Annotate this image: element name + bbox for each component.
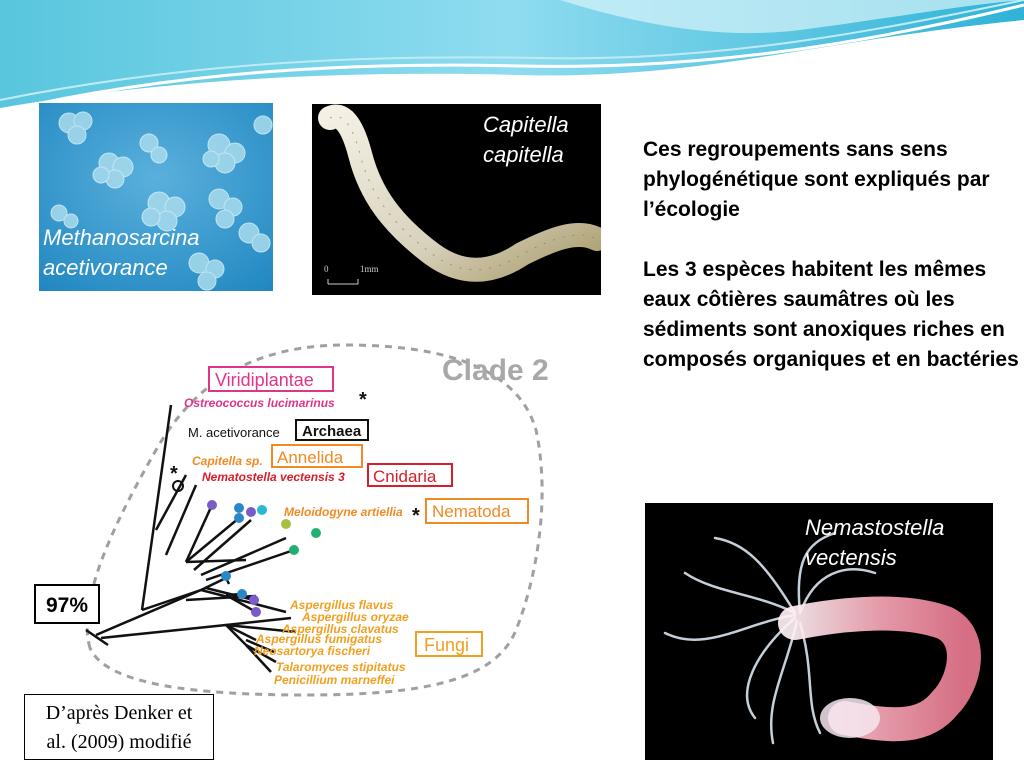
capitella-label-line1: Capitella [483, 112, 569, 137]
methanosarcina-image [39, 103, 273, 291]
phylogenetic-tree-figure: Clade 2 [46, 300, 576, 710]
citation-box: D’après Denker et al. (2009) modifié [24, 694, 214, 760]
methanosarcina-photo: Methanosarcina acetivorance [39, 103, 273, 291]
marker-capitella: * [170, 463, 178, 485]
methanosarcina-label-line1: Methanosarcina [43, 225, 200, 250]
taxon-meloidogyne: Meloidogyne artiellia [284, 505, 403, 519]
group-nematoda: Nematoda [432, 502, 511, 521]
capitella-photo: 0 1mm Capitella capitella [312, 104, 601, 295]
clade-title: Clade 2 [442, 354, 549, 387]
taxon-fungi-2: Aspergillus oryzae [301, 610, 409, 624]
taxon-m-acetivorance: M. acetivorance [188, 425, 280, 440]
tree-branches [85, 404, 297, 673]
capitella-label-line2: capitella [483, 142, 564, 167]
marker-meloidogyne: * [412, 505, 420, 527]
nematostella-photo: Nemastostella vectensis [645, 503, 993, 760]
explanation-paragraph-2: Les 3 espèces habitent les mêmes eaux cô… [643, 258, 1019, 371]
support-value-box: 97% [34, 584, 100, 624]
group-annelida: Annelida [277, 448, 344, 467]
taxon-fungi-5: Neosartorya fischeri [254, 644, 371, 658]
scale-zero: 0 [324, 264, 329, 274]
capitella-label: Capitella capitella [483, 110, 569, 170]
capitella-worm-image: 0 1mm [318, 104, 601, 285]
group-viridiplantae: Viridiplantae [215, 370, 314, 390]
taxon-ostreococcus: Ostreococcus lucimarinus [184, 396, 335, 410]
taxon-fungi-4: Aspergillus fumigatus [255, 632, 382, 646]
explanation-paragraph-1: Ces regroupements sans sens phylogénétiq… [643, 138, 990, 221]
clade-outline [85, 343, 544, 697]
nematostella-label: Nemastostella vectensis [805, 513, 944, 573]
taxon-nematostella: Nematostella vectensis 3 [202, 470, 345, 484]
nematostella-label-line2: vectensis [805, 545, 897, 570]
nematostella-image [663, 531, 981, 745]
citation-line2: al. (2009) modifié [46, 731, 192, 753]
taxon-fungi-3: Aspergillus clavatus [281, 622, 399, 636]
taxon-fungi-7: Penicillium marneffei [274, 673, 395, 687]
citation-line1: D’après Denker et [45, 702, 193, 724]
tree-node-dots [172, 480, 321, 617]
nematostella-label-line1: Nemastostella [805, 515, 945, 540]
taxon-fungi-1: Aspergillus flavus [289, 598, 394, 612]
header-wave-decoration [0, 0, 1024, 114]
group-archaea: Archaea [302, 423, 362, 440]
methanosarcina-label: Methanosarcina acetivorance [43, 223, 200, 283]
explanation-text: Ces regroupements sans sens phylogénétiq… [643, 135, 1023, 405]
taxon-fungi-6: Talaromyces stipitatus [276, 660, 406, 674]
scale-unit: 1mm [360, 264, 379, 274]
marker-ostreococcus: * [359, 389, 367, 411]
methanosarcina-label-line2: acetivorance [43, 255, 168, 280]
taxon-capitella: Capitella sp. [192, 454, 263, 468]
group-fungi: Fungi [424, 635, 469, 655]
group-cnidaria: Cnidaria [373, 467, 437, 486]
